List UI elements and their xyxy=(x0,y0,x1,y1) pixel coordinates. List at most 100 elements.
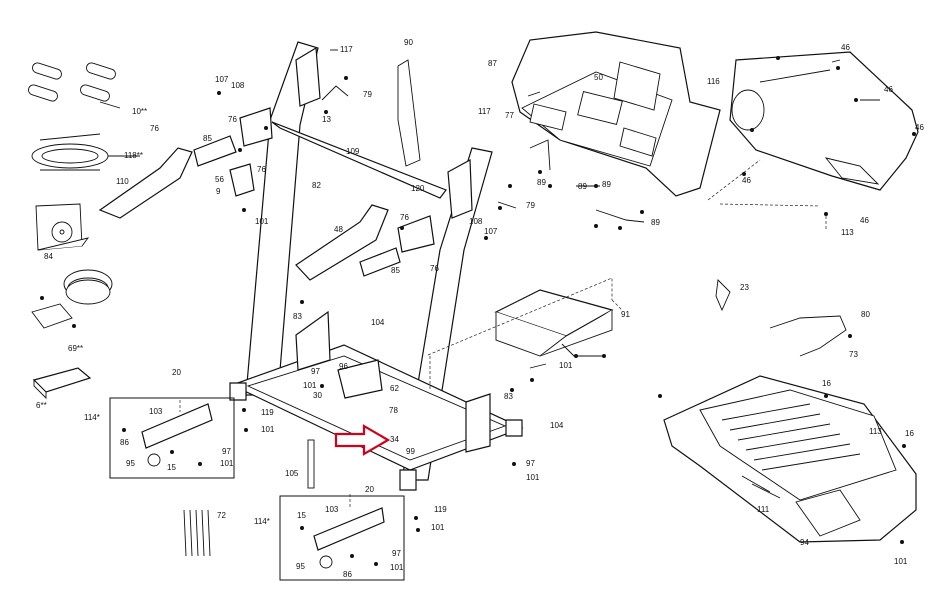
label-73: 73 xyxy=(849,350,858,359)
label-101: 101 xyxy=(526,473,540,482)
label-120: 120 xyxy=(411,184,425,193)
label-86: 86 xyxy=(120,438,129,447)
label-79: 79 xyxy=(363,90,372,99)
label-9: 9 xyxy=(216,187,221,196)
label-109: 109 xyxy=(346,147,360,156)
label-103: 103 xyxy=(149,407,163,416)
label-13: 13 xyxy=(322,115,331,124)
label-76: 76 xyxy=(150,124,159,133)
video-cassette xyxy=(32,367,92,400)
label-69: 69** xyxy=(68,344,83,353)
label-108: 108 xyxy=(469,217,483,226)
label-30: 30 xyxy=(313,391,322,400)
label-114: 114* xyxy=(254,517,270,526)
label-77: 77 xyxy=(505,111,514,120)
shock xyxy=(307,439,315,489)
clip xyxy=(715,279,731,312)
label-101: 101 xyxy=(894,557,908,566)
highlight-arrow xyxy=(334,424,391,456)
label-116: 116 xyxy=(707,77,720,86)
label-96: 96 xyxy=(339,362,348,371)
label-20: 20 xyxy=(172,368,181,377)
dumbbells xyxy=(28,62,116,102)
label-10: 10** xyxy=(132,107,147,116)
label-76: 76 xyxy=(430,264,439,273)
label-108: 108 xyxy=(231,81,245,90)
label-79: 79 xyxy=(526,201,535,210)
label-76: 76 xyxy=(400,213,409,222)
label-101: 101 xyxy=(255,217,269,226)
label-94: 94 xyxy=(800,538,809,547)
label-91: 91 xyxy=(621,310,630,319)
label-114: 114* xyxy=(84,413,100,422)
label-62: 62 xyxy=(390,384,399,393)
label-89: 89 xyxy=(537,178,546,187)
label-80: 80 xyxy=(861,310,870,319)
label-46: 46 xyxy=(742,176,751,185)
label-118: 118** xyxy=(124,151,143,160)
label-85: 85 xyxy=(391,266,400,275)
label-101: 101 xyxy=(431,523,445,532)
label-90: 90 xyxy=(404,38,413,47)
label-72: 72 xyxy=(217,511,226,520)
label-111: 111 xyxy=(757,505,770,514)
label-113: 113 xyxy=(869,427,882,436)
label-103: 103 xyxy=(325,505,339,514)
label-46: 46 xyxy=(841,43,850,52)
label-82: 82 xyxy=(312,181,321,190)
label-15: 15 xyxy=(167,463,176,472)
accessories xyxy=(28,59,847,557)
label-110: 110 xyxy=(116,177,129,186)
label-48: 48 xyxy=(334,225,343,234)
chest-strap xyxy=(31,133,109,171)
label-89: 89 xyxy=(651,218,660,227)
sensor-bar xyxy=(751,483,781,499)
label-119: 119 xyxy=(261,408,274,417)
label-87: 87 xyxy=(488,59,497,68)
label-83: 83 xyxy=(293,312,302,321)
label-107: 107 xyxy=(215,75,229,84)
label-104: 104 xyxy=(550,421,564,430)
label-105: 105 xyxy=(285,469,299,478)
strap xyxy=(397,59,421,167)
label-46: 46 xyxy=(884,85,893,94)
label-34: 34 xyxy=(390,435,399,444)
walking-deck xyxy=(663,375,917,543)
label-99: 99 xyxy=(406,447,415,456)
label-101: 101 xyxy=(261,425,275,434)
label-23: 23 xyxy=(740,283,749,292)
label-119: 119 xyxy=(434,505,447,514)
power-cord xyxy=(769,315,847,357)
label-95: 95 xyxy=(126,459,135,468)
console xyxy=(511,31,721,197)
label-104: 104 xyxy=(371,318,385,327)
label-107: 107 xyxy=(484,227,498,236)
label-101: 101 xyxy=(390,563,404,572)
label-76: 76 xyxy=(228,115,237,124)
label-50: 50 xyxy=(594,73,603,82)
cable-coil xyxy=(31,269,113,329)
label-97: 97 xyxy=(526,459,535,468)
cable-ties xyxy=(183,509,211,557)
label-95: 95 xyxy=(296,562,305,571)
label-16: 16 xyxy=(822,379,831,388)
label-6: 6** xyxy=(36,401,47,410)
main-frame xyxy=(229,41,623,491)
label-117: 117 xyxy=(340,45,353,54)
label-76: 76 xyxy=(257,165,266,174)
label-85: 85 xyxy=(203,134,212,143)
handrails xyxy=(98,46,473,281)
label-86: 86 xyxy=(343,570,352,579)
label-97: 97 xyxy=(222,447,231,456)
label-15: 15 xyxy=(297,511,306,520)
part-labels: 117 90 87 50 46 107 108 79 10** 116 46 7… xyxy=(36,38,924,579)
console-back xyxy=(729,51,919,191)
label-101: 101 xyxy=(220,459,234,468)
label-46: 46 xyxy=(915,123,924,132)
screw-dots xyxy=(40,56,916,566)
label-101: 101 xyxy=(303,381,317,390)
label-89: 89 xyxy=(578,182,587,191)
label-56: 56 xyxy=(215,175,224,184)
label-78: 78 xyxy=(389,406,398,415)
